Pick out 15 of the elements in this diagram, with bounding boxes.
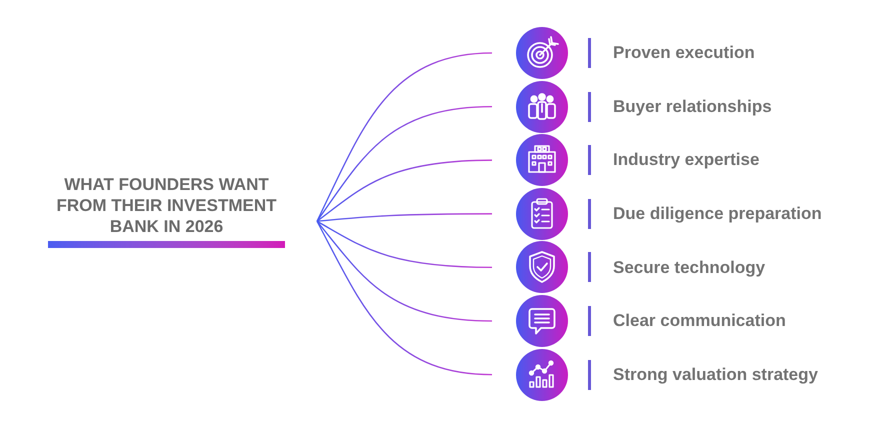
item-label: Due diligence preparation [613, 203, 822, 226]
curved-connector [316, 52, 492, 222]
item-label: Proven execution [613, 42, 755, 64]
item-label: Buyer relationships [613, 96, 772, 118]
heading-text: WHAT FOUNDERS WANT FROM THEIR INVESTMENT BANK IN 2026 [55, 174, 278, 237]
curved-connector [316, 220, 492, 376]
curved-connector [316, 220, 492, 268]
curved-connector [316, 213, 492, 222]
item-label: Strong valuation strategy [613, 364, 818, 386]
curved-connector [316, 160, 492, 222]
item-label: Clear communication [613, 310, 786, 332]
curved-connector [316, 106, 492, 222]
curved-connector [316, 220, 492, 322]
item-label: Industry expertise [613, 149, 760, 172]
item-label: Secure technology [613, 256, 766, 279]
